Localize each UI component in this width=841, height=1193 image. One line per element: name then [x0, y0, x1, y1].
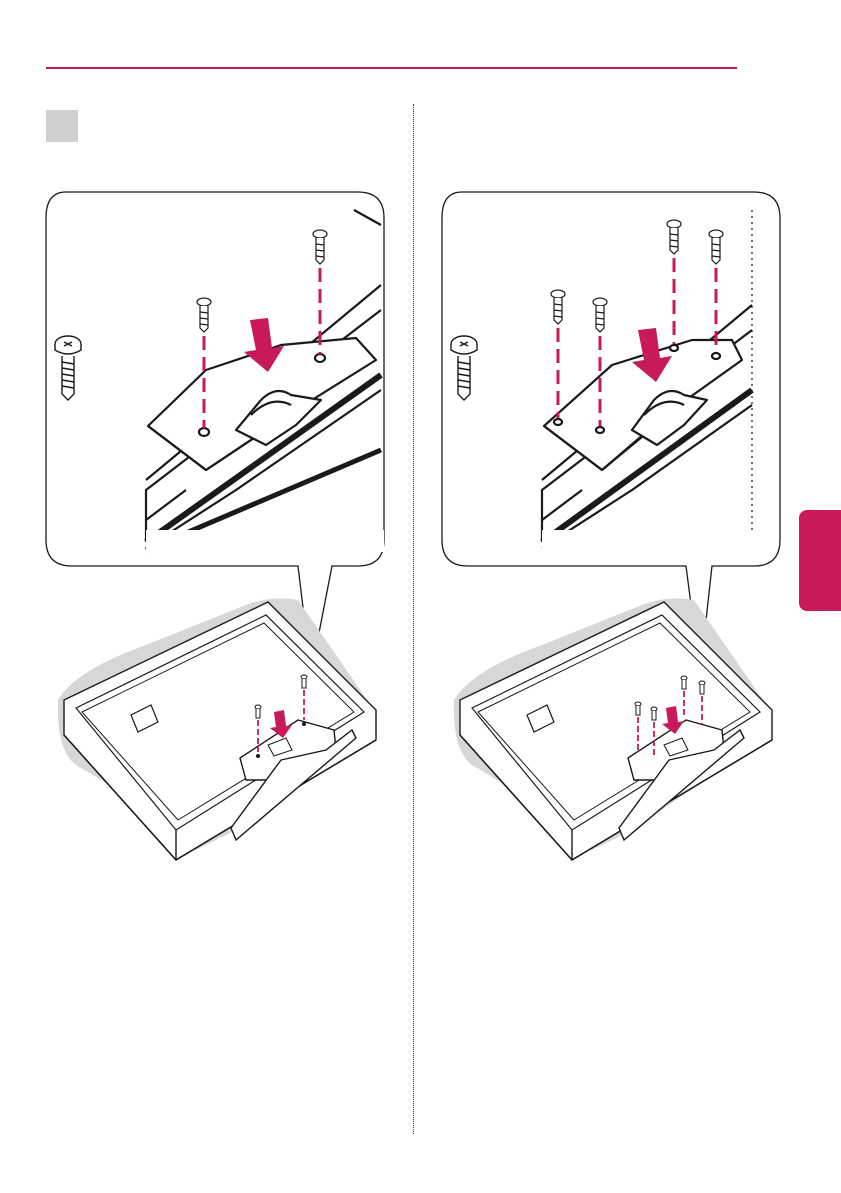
stand-illustration-left [36, 190, 398, 890]
step-number-box [46, 110, 78, 142]
stand-illustration-right [432, 190, 794, 890]
stand-assembly-panel-four-screws [432, 190, 794, 890]
language-side-tab [799, 510, 841, 611]
stand-assembly-panel-two-screws [36, 190, 398, 890]
tv-back-illustration [58, 598, 376, 860]
header-rule [46, 67, 737, 69]
tv-back-illustration [454, 598, 772, 860]
column-divider [413, 104, 414, 1134]
